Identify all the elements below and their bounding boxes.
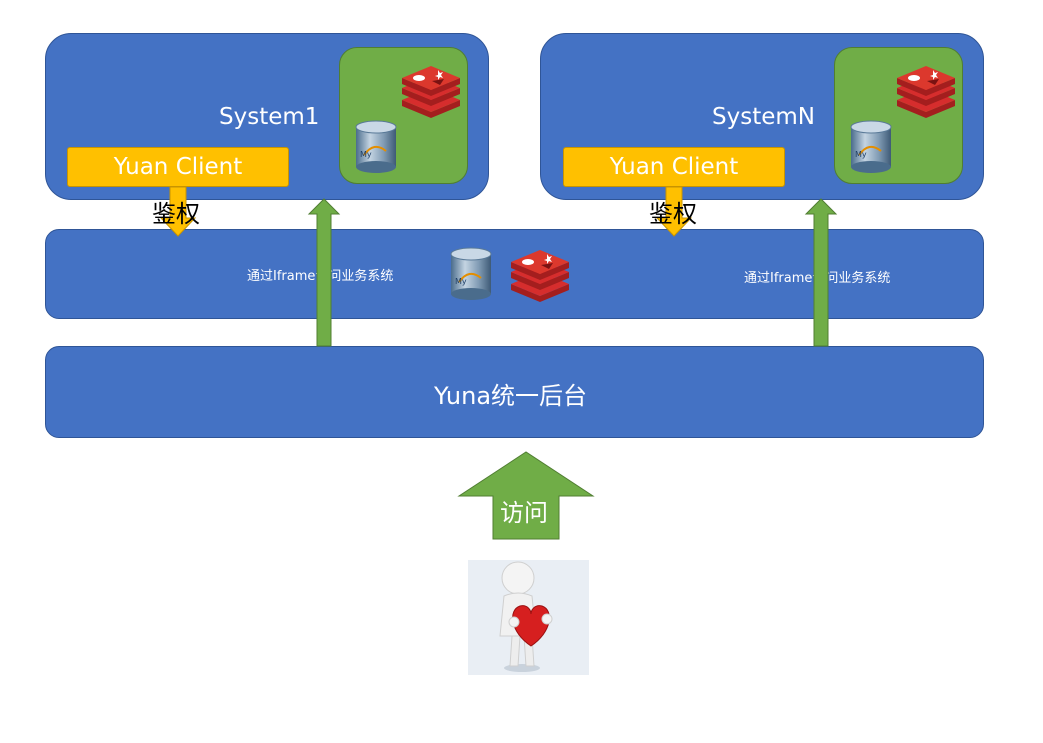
auth-arrow-left bbox=[159, 186, 197, 237]
middle-redis-icon bbox=[511, 250, 569, 302]
iframe-arrow-right bbox=[804, 198, 838, 347]
access-arrow bbox=[457, 451, 595, 540]
iframe-arrow-left bbox=[307, 198, 341, 347]
svg-text:My: My bbox=[455, 277, 467, 286]
system1-yuan-client: Yuan Client bbox=[67, 147, 289, 187]
systemN-yuan-client: Yuan Client bbox=[563, 147, 785, 187]
system1-redis-icon bbox=[402, 66, 460, 118]
middle-mysql-icon: My bbox=[450, 247, 492, 301]
svg-text:My: My bbox=[855, 150, 867, 159]
auth-label-left: 鉴权 bbox=[152, 200, 200, 228]
systemN-redis-icon bbox=[897, 66, 955, 118]
auth-label-right: 鉴权 bbox=[649, 200, 697, 228]
systemN-title: SystemN bbox=[712, 104, 815, 130]
system1-mysql-icon: My bbox=[355, 120, 397, 174]
user-figure-icon bbox=[468, 560, 589, 675]
backend-bar bbox=[45, 346, 984, 438]
backend-title: Yuna统一后台 bbox=[434, 382, 588, 410]
auth-arrow-right bbox=[655, 186, 693, 237]
access-label: 访问 bbox=[500, 499, 548, 527]
system1-title: System1 bbox=[219, 104, 320, 130]
svg-text:My: My bbox=[360, 150, 372, 159]
systemN-mysql-icon: My bbox=[850, 120, 892, 174]
